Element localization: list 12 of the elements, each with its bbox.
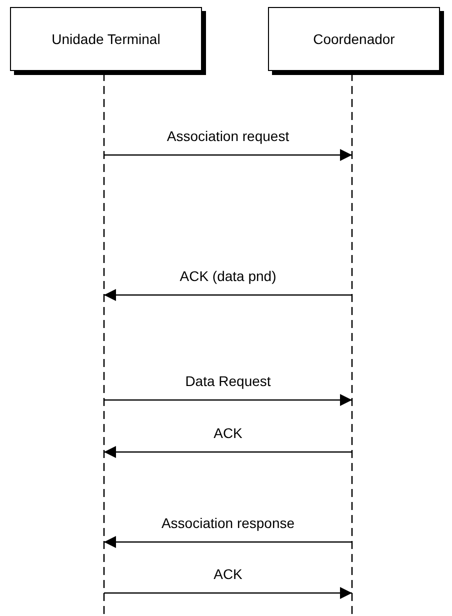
message-arrow <box>104 446 352 458</box>
message-arrow <box>104 536 352 548</box>
message-arrow <box>104 394 352 406</box>
message-arrow <box>104 587 352 599</box>
message-label: Association request <box>164 128 292 144</box>
message-label: ACK <box>212 566 244 582</box>
message-label: ACK <box>212 425 244 441</box>
message-arrow <box>104 149 352 161</box>
message-label: Association response <box>159 515 297 531</box>
message-arrow <box>104 289 352 301</box>
message-label: ACK (data pnd) <box>178 268 278 284</box>
message-label: Data Request <box>183 373 273 389</box>
